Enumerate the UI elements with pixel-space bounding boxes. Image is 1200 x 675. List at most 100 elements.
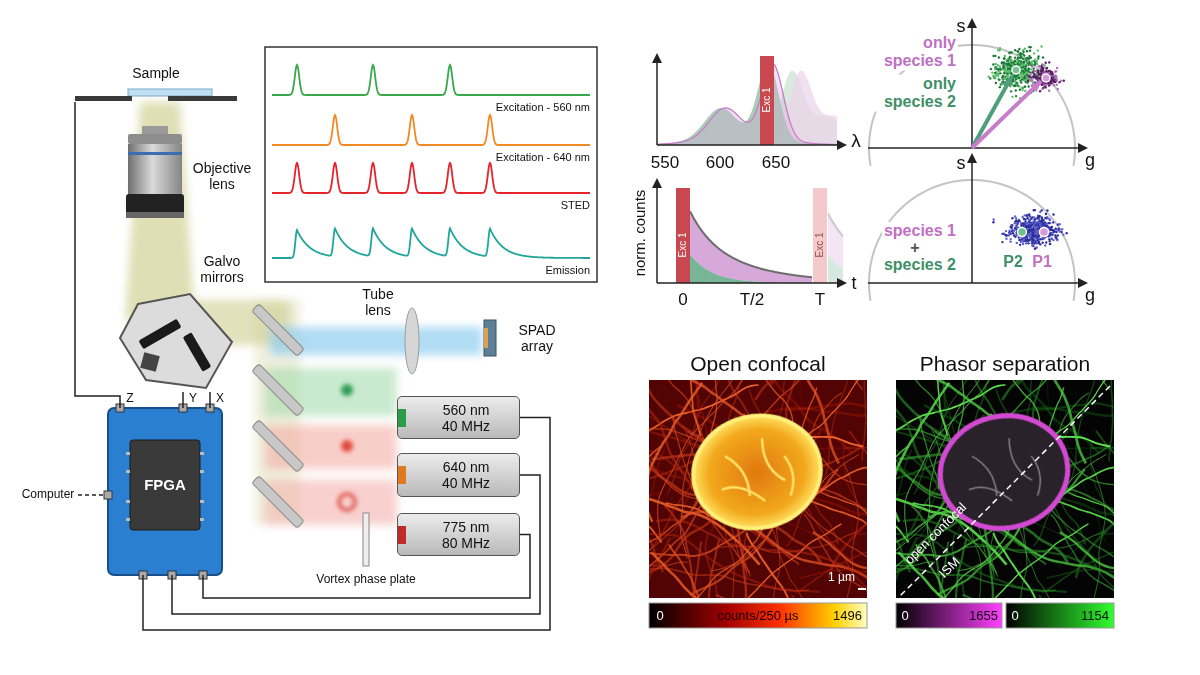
phasor-point [1058,223,1060,225]
phasor-point [1022,70,1024,72]
phasor-point [1045,70,1047,72]
port-label: X [216,392,224,406]
phasor-point [1018,219,1020,221]
phasor-point [1034,75,1036,77]
phasor-point [1041,242,1043,244]
species-2-decay [828,255,843,283]
phasor-point [1037,215,1039,217]
phasor-point [1036,239,1038,241]
phasor-point [1029,71,1031,73]
phasor-point [1052,221,1054,223]
phasor-vector [972,76,1012,148]
phasor-point [1022,66,1024,68]
phasor-point [1032,76,1034,78]
phasor-point [1045,241,1047,243]
phasor-point [1063,79,1065,81]
phasor-point [1002,62,1004,64]
phasor-point [1007,64,1009,66]
colorbar [1006,603,1114,628]
phasor-point [991,71,993,73]
phasor-point [1052,239,1054,241]
phasor-point [994,72,996,74]
phasor-point [1020,81,1022,83]
phasor-point [1049,243,1051,245]
species-label: only species 2 [864,75,958,112]
wires [75,102,550,630]
phasor-point [1015,220,1017,222]
phasor-point [1007,60,1009,62]
phasor-point [1051,237,1053,239]
phasor-point [1027,57,1029,59]
phasor-point [996,68,998,70]
phasor-point [1053,78,1055,80]
phasor-point [1055,236,1057,238]
phasor-point [1037,235,1039,237]
phasor-point [1042,238,1044,240]
phasor-point [1033,52,1035,54]
galvo-scanner [120,294,232,388]
phasor-point [1028,239,1030,241]
chip-pin [200,452,204,455]
nuclear-fold [761,435,786,483]
phasor-point [1016,60,1018,62]
chip-pin [126,518,130,521]
phasor-point [1034,247,1036,249]
stage [75,96,132,101]
tick-label: 600 [706,153,734,173]
phasor-point [1057,234,1059,236]
phasor-point [1044,224,1046,226]
phasor-point [1054,74,1056,76]
phasor-point [1018,63,1020,65]
phasor-point [1021,216,1023,218]
separated-image [693,145,1200,675]
phasor-point [1042,67,1044,69]
phasor-point [1016,82,1018,84]
fiber [896,598,1023,599]
axis [868,147,1086,149]
fpga-board [108,408,222,575]
phasor-point [1032,67,1034,69]
phasor-point [1054,230,1056,232]
phasor-point [1054,234,1056,236]
phasor-point [1019,244,1021,246]
nuclear-fold [972,453,997,500]
phasor-point [1014,236,1016,238]
phasor-point [1040,238,1042,240]
pulse-trace [272,163,590,193]
fiber [1002,380,1072,400]
fiber [1059,430,1114,567]
phasor-point [1066,232,1068,234]
phasor-point [1034,234,1036,236]
phasor-point [1048,70,1050,72]
excitation-beam [125,102,195,320]
phasor-point [999,68,1001,70]
phasor-point [1044,217,1046,219]
phasor-point [1008,52,1010,54]
nuclear-fold [1008,435,1033,483]
stage [168,96,237,101]
phasor-point [1061,228,1063,230]
phasor-point [1041,216,1043,218]
phasor-point [1026,222,1028,224]
phasor-point [1009,226,1011,228]
nuclear-fold [1029,455,1044,495]
laser-source: 560 nm 40 MHz [397,396,520,439]
phasor-point [1009,59,1011,61]
phasor-point [1024,85,1026,87]
phasor-point [1003,66,1005,68]
phasor-point [1015,89,1017,91]
nuclear-fold [725,453,750,500]
axis [868,282,1086,284]
actin-fibers [896,380,1114,598]
phasor-cloud [987,45,1053,99]
phasor-point [1015,75,1017,77]
phasor-point [1015,78,1017,80]
fiber [898,552,1078,598]
galvo-mirrors: Galvo mirrors [118,252,254,392]
phasor-point [1010,56,1012,58]
phasor-point [1033,73,1035,75]
phasor-point [1035,226,1037,228]
phasor-point [1031,79,1033,81]
signal-wire [143,418,550,631]
